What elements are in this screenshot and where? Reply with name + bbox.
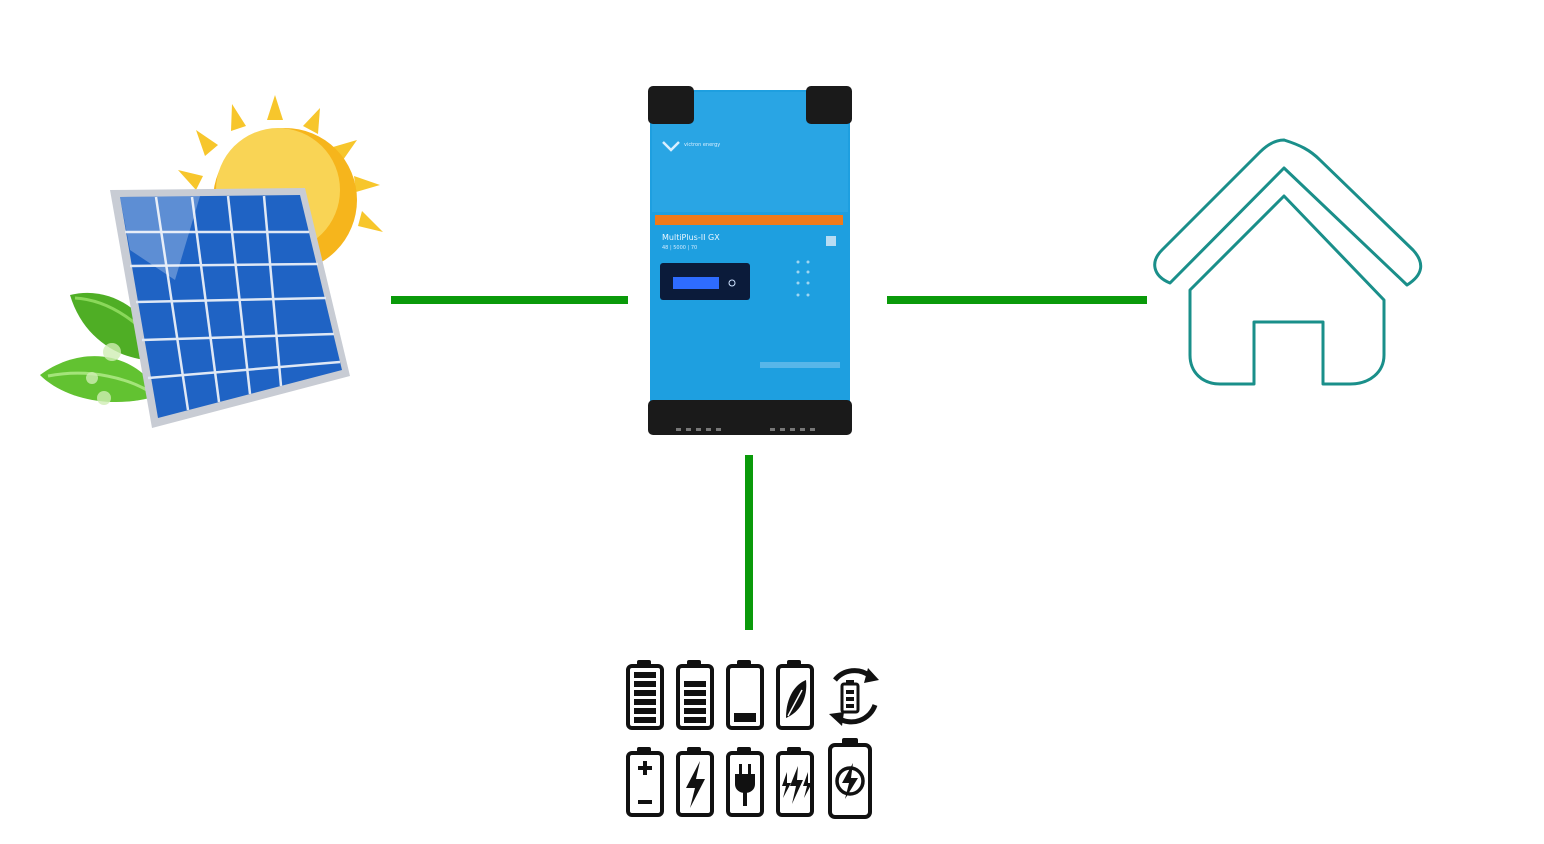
battery-high-icon <box>676 660 714 730</box>
battery-plus-minus-icon <box>626 747 664 817</box>
battery-full-icon <box>626 660 664 730</box>
inverter-device-icon: victron energy MultiPlus-II GX 48 | 5000… <box>648 86 852 435</box>
inverter-spec: 48 | 5000 | 70 <box>662 245 697 251</box>
battery-low-icon <box>726 660 764 730</box>
inverter-model: MultiPlus-II GX <box>662 233 720 242</box>
house-icon <box>1153 138 1423 386</box>
battery-eco-leaf-icon <box>776 660 814 730</box>
connectors <box>391 296 1147 630</box>
inverter-brand: victron energy <box>684 142 720 148</box>
battery-fast-charge-icon <box>776 747 814 817</box>
battery-bolt-icon <box>676 747 714 817</box>
battery-charge-circle-icon <box>828 738 872 819</box>
battery-plug-icon <box>726 747 764 817</box>
solar-panel-with-sun-icon <box>40 95 383 428</box>
battery-icons <box>626 660 879 819</box>
battery-recycle-icon <box>829 668 879 726</box>
